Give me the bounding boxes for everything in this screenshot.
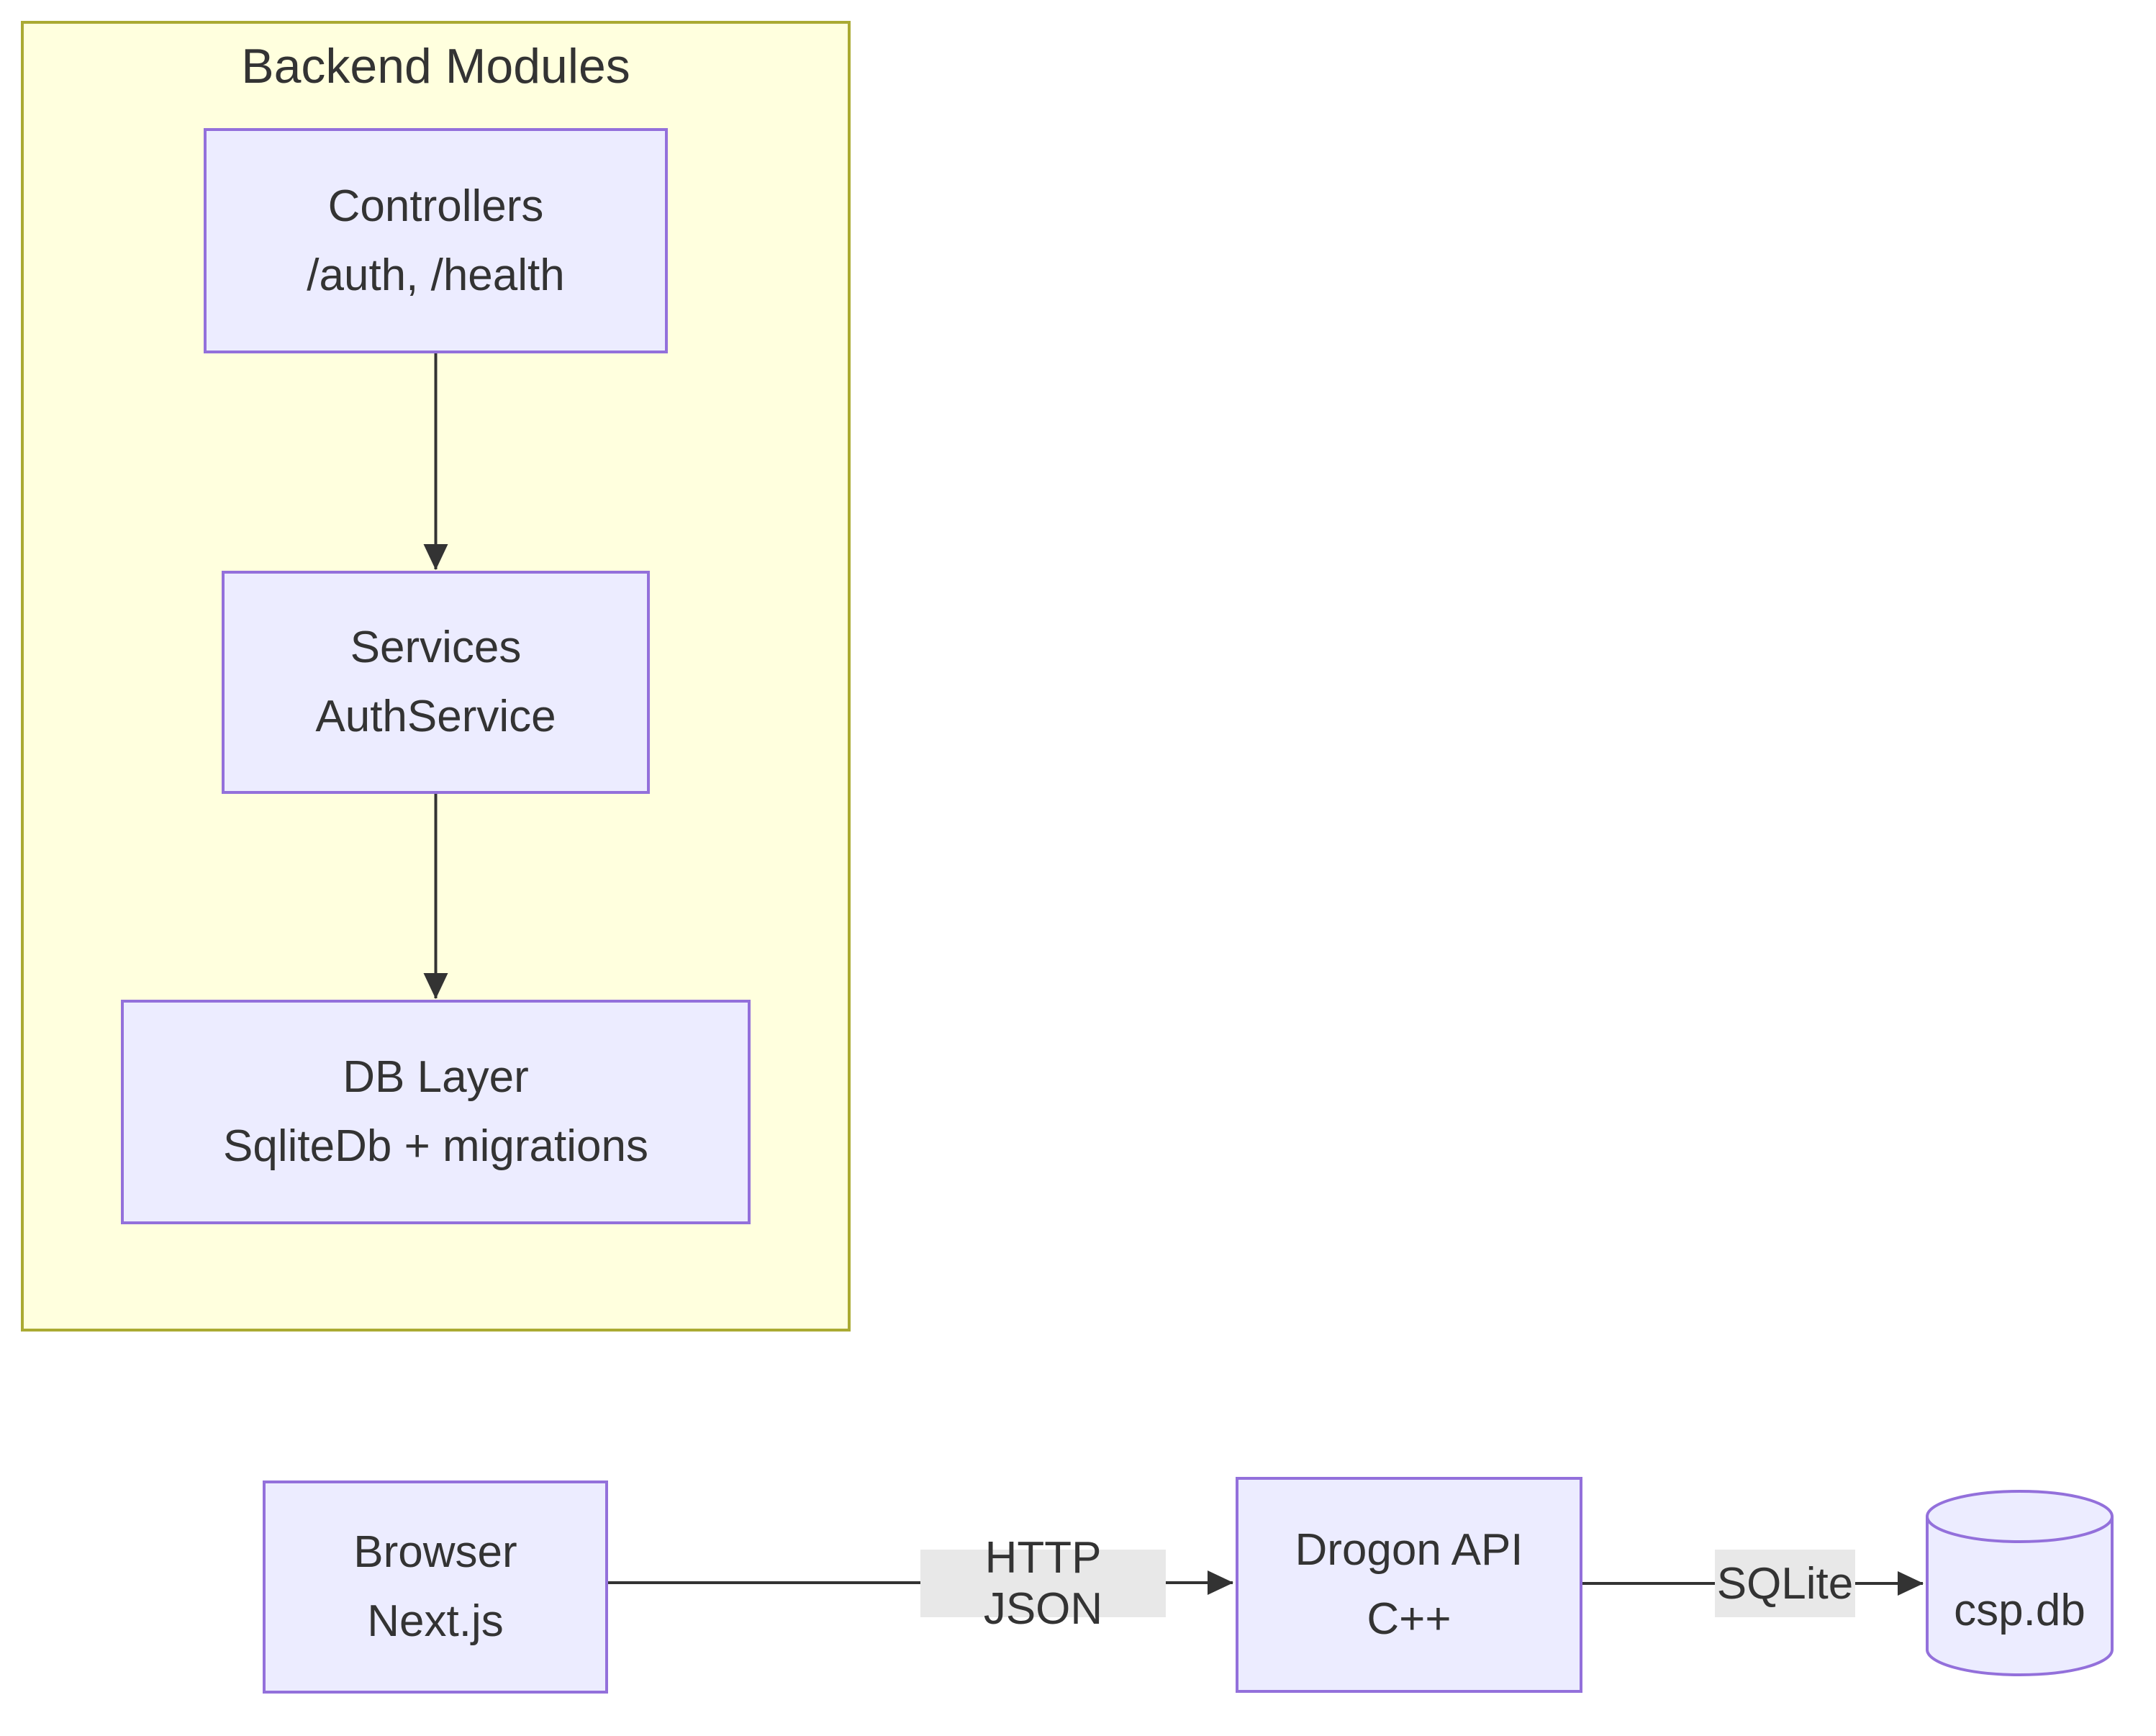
node-services: Services AuthService: [222, 571, 650, 794]
node-services-line1: Services: [350, 623, 522, 672]
node-cspdb-label: csp.db: [1954, 1586, 2085, 1635]
edge-label-sqlite: SQLite: [1715, 1550, 1855, 1617]
node-drogon-api: Drogon API C++: [1236, 1477, 1582, 1693]
edge-label-http-json: HTTP JSON: [920, 1533, 1166, 1634]
node-controllers: Controllers /auth, /health: [204, 128, 668, 353]
node-controllers-line1: Controllers: [327, 181, 544, 231]
cluster-title: Backend Modules: [241, 39, 630, 94]
node-db-layer-line2: SqliteDb + migrations: [223, 1121, 648, 1171]
node-browser-line1: Browser: [353, 1527, 517, 1577]
node-db-layer-line1: DB Layer: [343, 1052, 529, 1102]
node-services-line2: AuthService: [315, 692, 556, 741]
node-drogon-line1: Drogon API: [1295, 1525, 1523, 1575]
node-drogon-line2: C++: [1367, 1594, 1451, 1644]
node-db-layer: DB Layer SqliteDb + migrations: [121, 1000, 751, 1224]
node-browser: Browser Next.js: [263, 1480, 608, 1694]
database-cylinder-icon: [1926, 1490, 2114, 1676]
node-controllers-line2: /auth, /health: [307, 250, 565, 300]
node-browser-line2: Next.js: [367, 1596, 504, 1646]
